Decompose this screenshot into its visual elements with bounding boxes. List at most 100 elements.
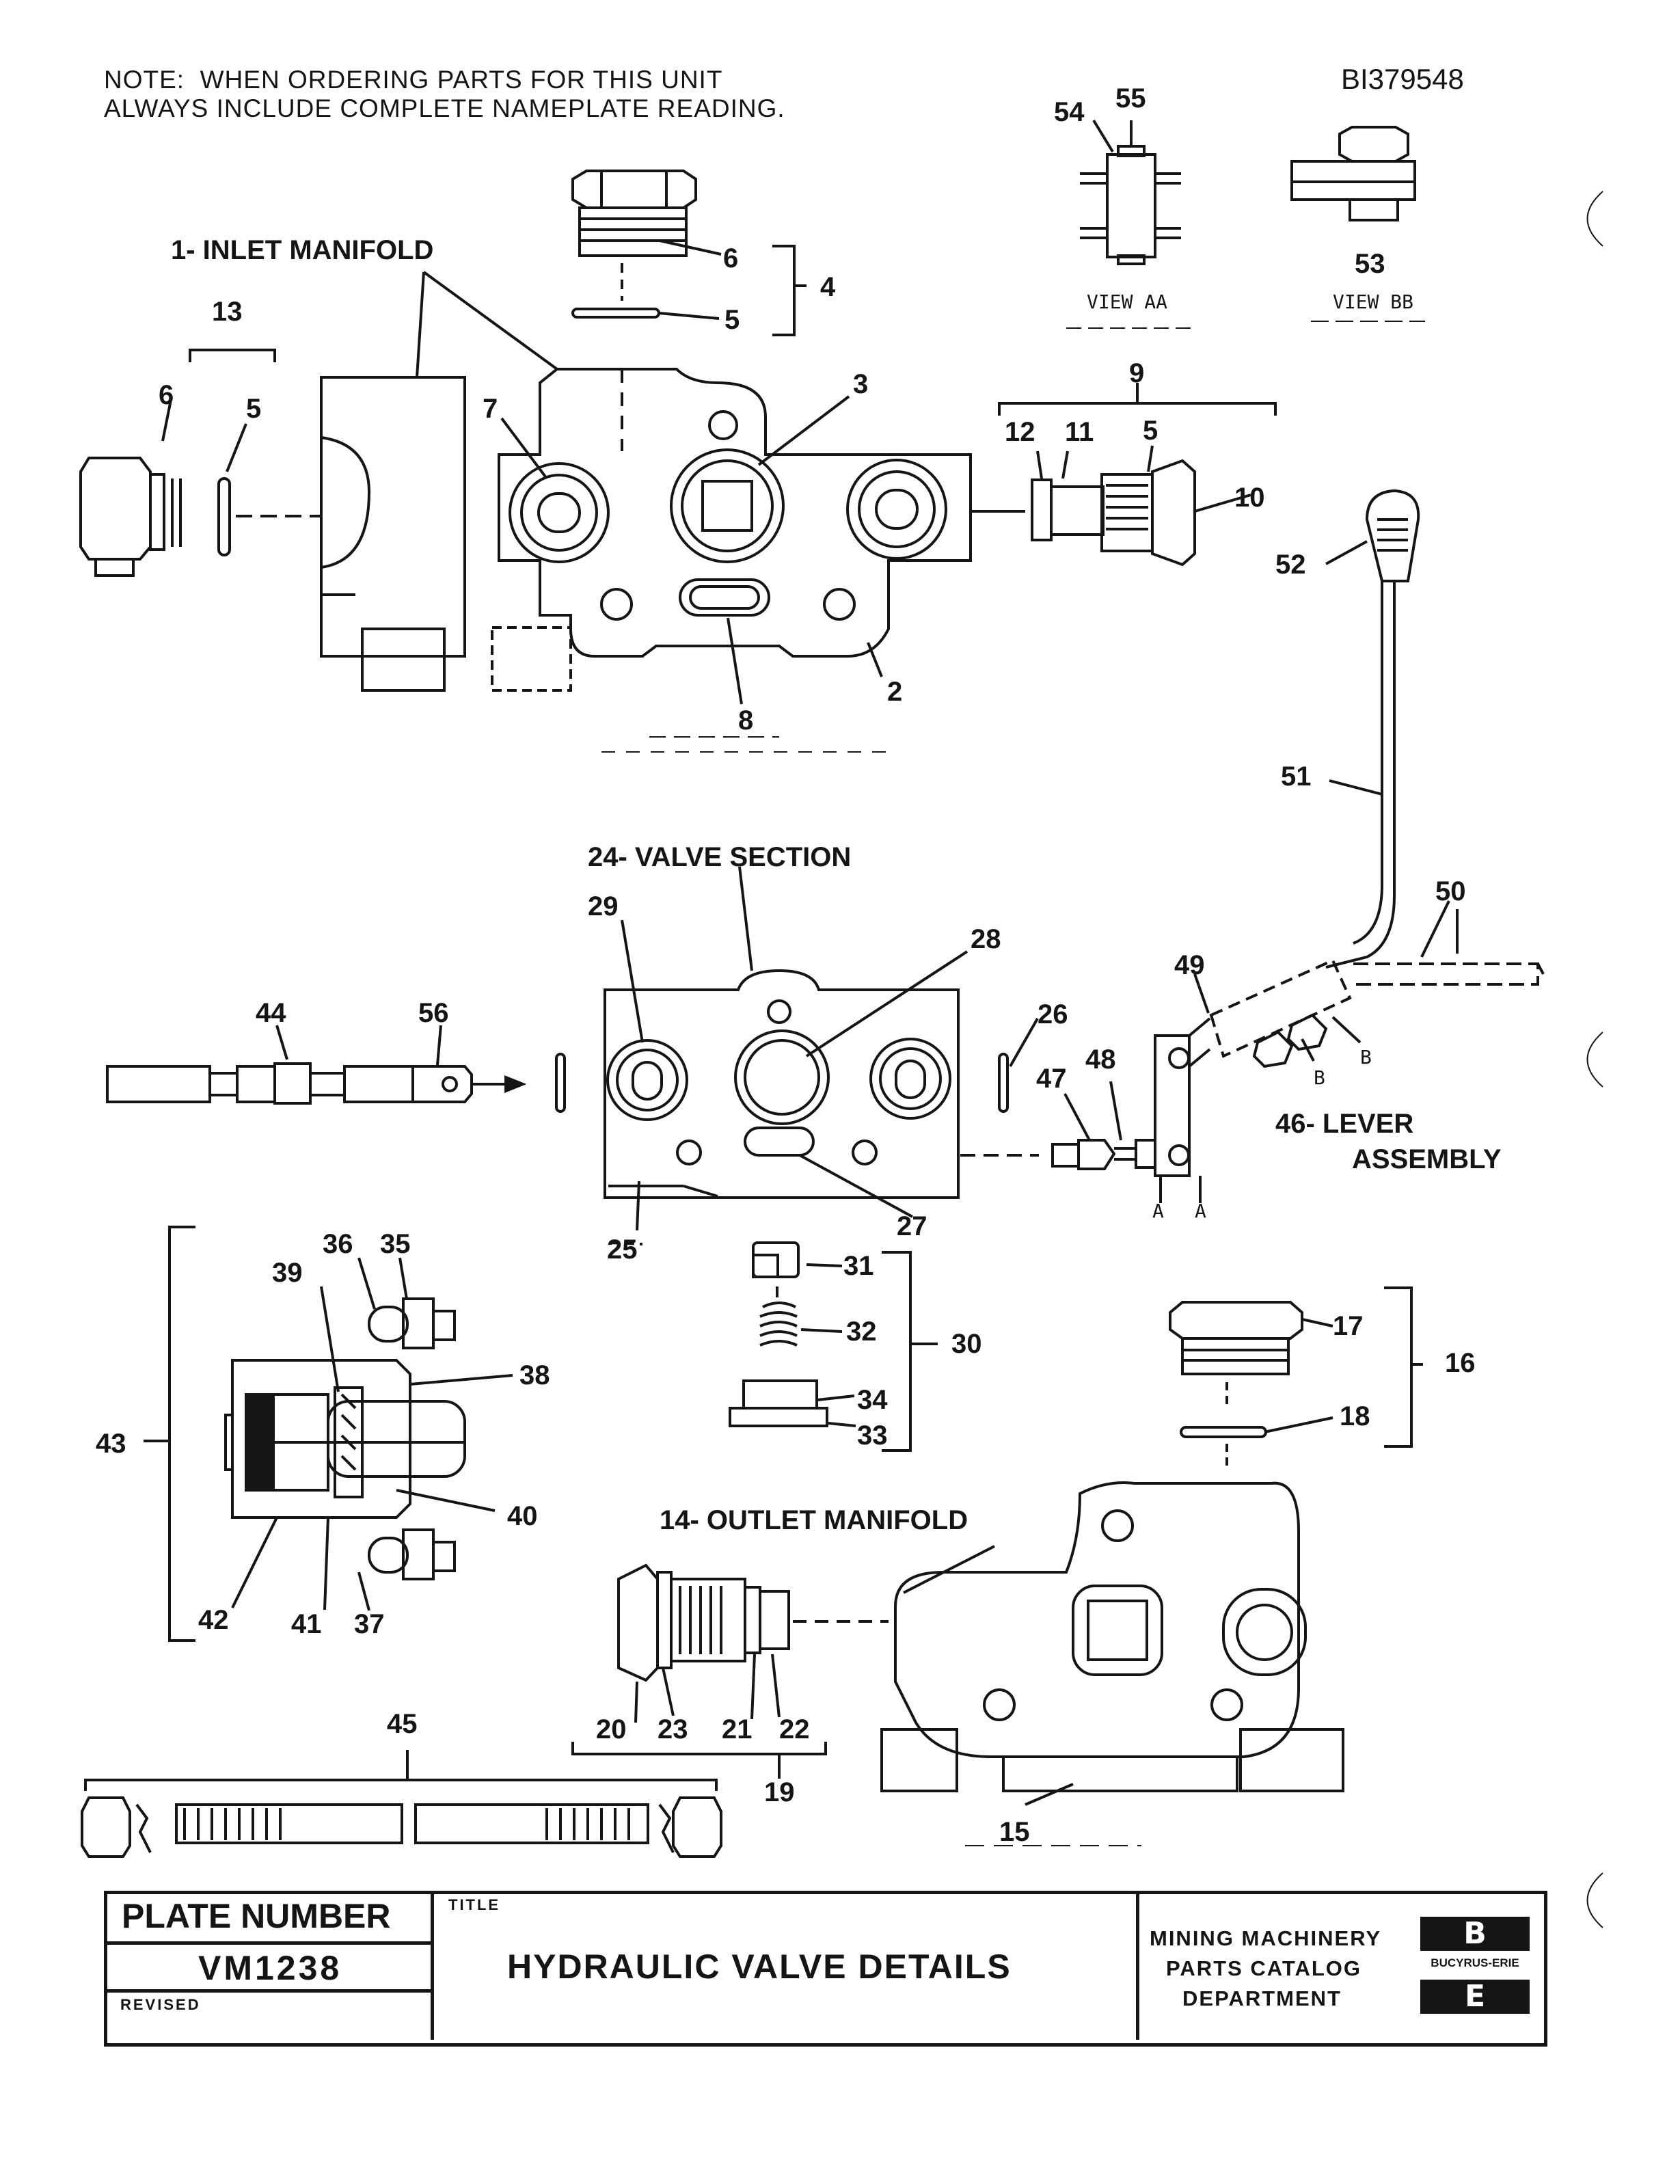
- right-fitting-drawing: [998, 383, 1277, 567]
- logo-e-mark: E: [1420, 1980, 1530, 2014]
- part-callout-36: 36: [323, 1229, 353, 1259]
- plate-divider-1: [104, 1941, 431, 1945]
- plate-column: [104, 1891, 434, 2040]
- section-mark-b-right: B: [1360, 1046, 1372, 1068]
- part-callout-4: 4: [820, 272, 836, 302]
- part-callout-6-top: 6: [723, 243, 739, 273]
- inlet-manifold-drawing: [79, 271, 1025, 753]
- part-callout-6-left: 6: [159, 380, 174, 410]
- part-callout-52: 52: [1275, 550, 1306, 580]
- part-callout-30: 30: [951, 1329, 982, 1359]
- part-callout-43: 43: [96, 1429, 126, 1459]
- outlet-manifold-label: 14- OUTLET MANIFOLD: [660, 1505, 968, 1535]
- department-line-2: PARTS CATALOG: [1166, 1956, 1362, 1980]
- part-callout-8: 8: [738, 705, 754, 736]
- part-callout-12: 12: [1005, 417, 1035, 447]
- part-callout-19: 19: [764, 1777, 795, 1807]
- part-callout-48: 48: [1085, 1044, 1116, 1075]
- valve-section-drawing: [106, 866, 1039, 1245]
- part-callout-22: 22: [779, 1714, 810, 1744]
- view-bb-drawing: [1290, 126, 1425, 322]
- part-callout-15: 15: [999, 1817, 1030, 1847]
- part-callout-26: 26: [1038, 999, 1068, 1029]
- section-mark-a-left: A: [1152, 1200, 1164, 1222]
- part-callout-50: 50: [1435, 876, 1466, 906]
- part-callout-41: 41: [291, 1609, 322, 1639]
- part-callout-37: 37: [354, 1609, 385, 1639]
- logo-b-mark: B: [1420, 1917, 1530, 1951]
- part-callout-10: 10: [1234, 483, 1265, 513]
- view-aa-caption: VIEW AA: [1087, 291, 1168, 313]
- part-callout-35: 35: [380, 1229, 411, 1259]
- view-bb-caption: VIEW BB: [1333, 291, 1414, 313]
- part-callout-56: 56: [418, 998, 449, 1028]
- part-callout-45: 45: [387, 1709, 418, 1739]
- part-callout-17: 17: [1333, 1311, 1364, 1341]
- part-callout-51: 51: [1281, 761, 1312, 792]
- part-callout-42: 42: [198, 1605, 229, 1635]
- inlet-manifold-label: 1- INLET MANIFOLD: [171, 235, 434, 265]
- part-callout-7: 7: [483, 394, 498, 424]
- bucyrus-erie-logo: B BUCYRUS-ERIE E: [1418, 1917, 1532, 2019]
- part-callout-9: 9: [1129, 358, 1145, 388]
- part-callout-5-right: 5: [1143, 416, 1159, 446]
- part-callout-49: 49: [1174, 950, 1205, 980]
- lever-assembly-drawing: [960, 489, 1545, 1203]
- punch-hole-marks: [1586, 191, 1603, 1928]
- part-callout-16: 16: [1445, 1348, 1476, 1378]
- drawing-title: HYDRAULIC VALVE DETAILS: [507, 1947, 1012, 1986]
- check-valve-drawing: [729, 1241, 938, 1452]
- part-callout-27: 27: [897, 1211, 927, 1241]
- note-line-2: ALWAYS INCLUDE COMPLETE NAMEPLATE READIN…: [104, 94, 785, 122]
- section-mark-a-right: A: [1195, 1200, 1206, 1222]
- plate-number: VM1238: [198, 1949, 342, 1987]
- part-callout-55: 55: [1115, 83, 1146, 113]
- tie-rod-drawing: [81, 1750, 722, 1858]
- valve-section-label: 24- VALVE SECTION: [588, 842, 852, 872]
- title-label: TITLE: [448, 1896, 501, 1913]
- part-callout-5-top: 5: [724, 305, 740, 335]
- ordering-note: NOTE: WHEN ORDERING PARTS FOR THIS UNIT …: [104, 66, 785, 123]
- department-line-1: MINING MACHINERY: [1150, 1926, 1382, 1950]
- part-callout-3: 3: [853, 369, 869, 399]
- part-callout-25: 25: [607, 1235, 638, 1265]
- part-callout-40: 40: [507, 1501, 538, 1531]
- note-line-1: NOTE: WHEN ORDERING PARTS FOR THIS UNIT: [104, 66, 723, 94]
- part-callout-32: 32: [846, 1317, 877, 1347]
- section-mark-b-left: B: [1314, 1066, 1325, 1089]
- part-callout-31: 31: [843, 1251, 874, 1281]
- relief-valve-drawing: [144, 1226, 513, 1642]
- lever-assembly-label-1: 46- LEVER: [1275, 1109, 1414, 1139]
- plate-number-label: PLATE NUMBER: [122, 1897, 391, 1935]
- part-callout-28: 28: [971, 924, 1001, 954]
- part-callout-38: 38: [519, 1360, 550, 1390]
- part-callout-29: 29: [588, 891, 619, 921]
- top-plug-drawing: [571, 170, 807, 451]
- view-aa-drawing: [1066, 119, 1193, 329]
- part-callout-33: 33: [857, 1420, 888, 1451]
- part-callout-44: 44: [256, 998, 286, 1028]
- part-callout-54: 54: [1054, 97, 1085, 127]
- revised-label: REVISED: [120, 1996, 201, 2013]
- part-callout-39: 39: [272, 1258, 303, 1288]
- part-callout-20: 20: [596, 1714, 627, 1744]
- part-callout-53: 53: [1355, 249, 1385, 279]
- department-divider: [1136, 1891, 1139, 2040]
- outlet-manifold-drawing: [571, 1286, 1423, 1846]
- lever-assembly-label-2: ASSEMBLY: [1352, 1144, 1502, 1174]
- document-id: BI379548: [1341, 63, 1464, 95]
- department-line-3: DEPARTMENT: [1182, 1986, 1342, 2010]
- part-callout-5-left: 5: [246, 394, 262, 424]
- part-callout-11: 11: [1065, 417, 1094, 447]
- part-callout-21: 21: [722, 1714, 753, 1744]
- part-callout-18: 18: [1340, 1401, 1370, 1431]
- plate-divider-2: [104, 1989, 431, 1993]
- part-callout-47: 47: [1036, 1064, 1067, 1094]
- logo-text: BUCYRUS-ERIE: [1431, 1956, 1519, 1969]
- part-callout-13: 13: [212, 297, 243, 327]
- part-callout-34: 34: [857, 1385, 888, 1415]
- part-callout-23: 23: [658, 1714, 688, 1744]
- part-callout-2: 2: [887, 677, 903, 707]
- title-block: [104, 1891, 1547, 2047]
